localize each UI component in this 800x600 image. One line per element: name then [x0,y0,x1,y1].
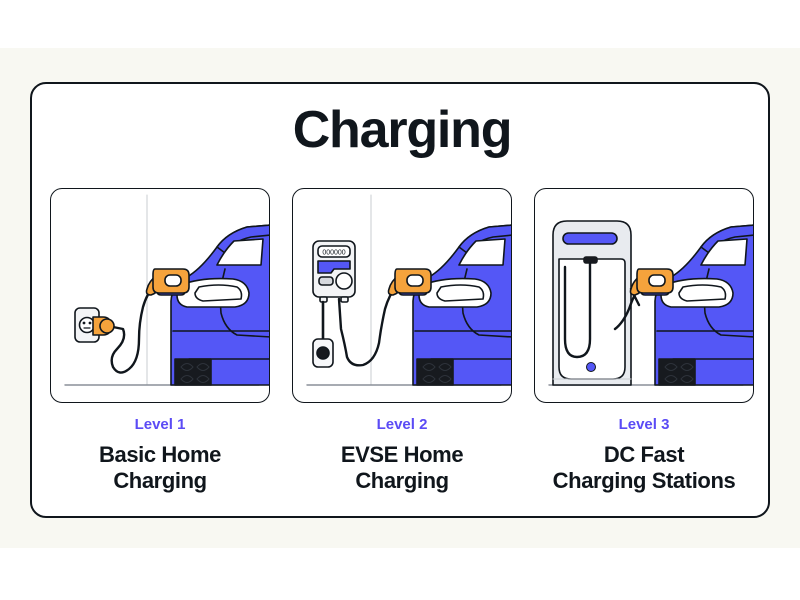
display-value: 000000 [322,250,345,257]
column-level-1: Level 1 Basic Home Charging [50,188,270,495]
screen-bar-icon [562,232,618,245]
level-label-1: Level 1 [134,416,186,433]
card-title-3: DC Fast Charging Stations [552,441,736,494]
card-title-1: Basic Home Charging [99,441,221,494]
evse-wallbox-icon: 000000 [312,240,356,303]
column-level-3: Level 3 DC Fast Charging Stations [534,188,754,495]
columns-container: Level 1 Basic Home Charging [50,188,754,495]
tire-icon [416,358,454,386]
ev-car-icon [398,224,511,386]
main-card: Charging [30,82,770,518]
card-title-2: EVSE Home Charging [340,441,464,494]
dc-fast-charging-illustration [534,188,754,403]
orange-plug-icon [92,316,115,336]
dial-icon [335,272,353,290]
ev-car-icon [156,224,269,386]
tire-icon [658,358,696,386]
level-label-2: Level 2 [376,416,428,433]
hanging-cable-icon [563,261,592,359]
charging-cable-icon [110,283,157,374]
status-dot-icon [586,362,596,372]
display-icon: 000000 [317,245,351,258]
charge-connector-icon [387,268,432,296]
charging-cable-icon [337,283,399,367]
tire-icon [174,358,212,386]
charge-connector-icon [145,268,190,296]
column-level-2: 000000 [292,188,512,495]
ev-car-icon [640,224,753,386]
dc-charger-pillar-icon [552,220,632,386]
page-title: Charging [292,101,513,159]
level-label-3: Level 3 [618,416,670,433]
charge-connector-icon [629,268,674,296]
evse-home-charging-illustration: 000000 [292,188,512,403]
basic-home-charging-illustration [50,188,270,403]
